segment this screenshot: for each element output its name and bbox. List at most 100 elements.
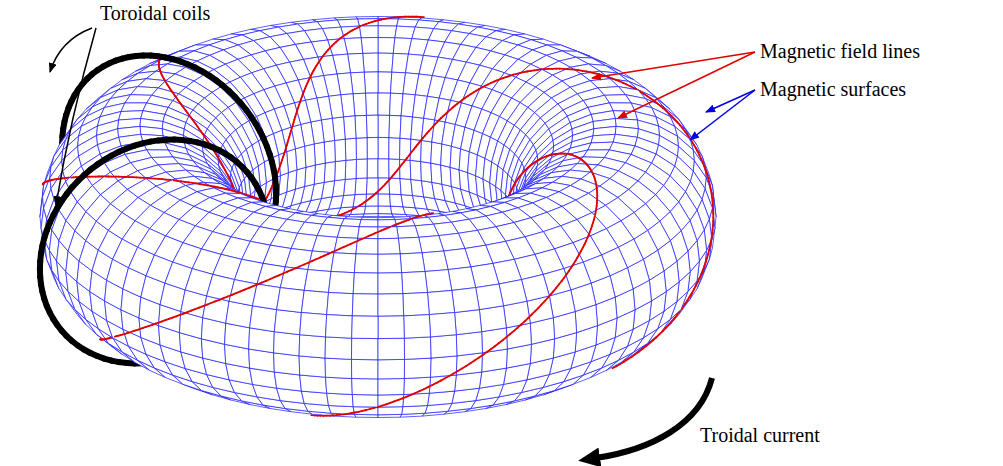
coil-segment [241,103,246,110]
field-line-segment [158,62,160,63]
magnetic-surface-cell [356,238,378,254]
magnetic-surface-cell [324,140,335,163]
magnetic-surface-cell [285,249,312,270]
magnetic-surface-cell [410,160,421,180]
magnetic-surface-cell [378,53,393,72]
magnetic-surface-cell [356,159,367,179]
magnetic-surface-cell [378,93,391,115]
magnetic-surface-cell [363,53,378,72]
magnetic-surface-cell [341,26,361,38]
magnetic-surface-cell [389,115,401,138]
magnetic-surface-cell [326,377,353,394]
magnetic-surface-cell [366,115,378,137]
magnetic-surface-cell [378,206,392,214]
magnetic-surface-cell [305,165,316,187]
field-line-segment [44,181,47,183]
magnetic-surface-cell [327,393,354,407]
magnetic-surface-cell [344,116,357,139]
field-line-segment [43,182,45,184]
magnetic-surface-cell [415,224,439,237]
magnetic-surface-cell [314,142,325,165]
field-line-segment [222,187,226,190]
magnetic-surface-cell [378,72,392,93]
magnetic-surface-cell [345,159,356,179]
magnetic-surface-cell [300,375,327,393]
magnetic-surface-cell [404,377,431,394]
magnetic-surface-cell [314,163,325,184]
magnetic-surface-cell [257,113,274,137]
magnetic-surface-cell [299,356,325,377]
magnetic-surface-cell [378,194,391,206]
magnetic-surface-cell [400,138,411,160]
magnetic-surface-cell [395,219,415,227]
magnetic-surface-cell [312,236,337,253]
magnetic-surface-cell [367,137,378,158]
magnetic-surface-cell [499,280,527,306]
magnetic-surface-cell [482,349,508,372]
magnetic-surface-cell [229,280,257,306]
magnetic-surface-cell [400,116,413,139]
magnetic-surface-cell [378,38,395,54]
magnetic-surface-cell [317,224,341,237]
magnetic-surface-cell [431,356,457,377]
magnetic-surface-cell [390,93,403,116]
magnetic-surface-cell [249,328,275,353]
magnetic-surface-cell [421,162,432,183]
magnetic-surface-cell [358,227,378,239]
magnetic-surface-cell [337,226,359,239]
magnetic-surface-cell [378,379,404,396]
magnetic-surface-cell [335,160,346,180]
magnetic-surface-cell [398,237,422,254]
magnetic-surface-cell [403,393,430,407]
magnetic-surface-cell [397,19,419,27]
magnetic-surface-cell [358,19,378,26]
magnetic-surface-cell [355,178,367,195]
magnetic-surface-cell [431,163,442,184]
magnetic-surface-cell [444,249,471,270]
magnetic-surface-cell [378,407,403,415]
magnetic-surface-cell [359,220,378,227]
magnetic-surface-cell [352,379,378,396]
magnetic-surface-cell [334,237,358,254]
field-line-segment [268,192,269,195]
magnetic-surface-cell [345,138,356,160]
field-line-segment [101,339,104,341]
magnetic-surface-cell [364,72,378,93]
magnetic-surface-cell [441,165,452,187]
magnetic-surface-cell [588,142,613,150]
magnetic-surface-cell [378,395,404,408]
magnetic-surface-cell [324,162,335,183]
magnetic-surface-cell [591,134,615,143]
magnetic-surface-cell [367,159,378,178]
magnetic-surface-cell [397,226,419,239]
magnetic-surface-cell [378,159,389,178]
magnetic-surface-cell [389,178,401,195]
field-line-segment [100,338,102,340]
magnetic-surface-cell [422,251,448,272]
magnetic-surface-cell [378,115,390,137]
magnetic-surface-cell [335,139,346,161]
magnetic-surface-cell [431,142,442,165]
magnetic-surface-cell [205,129,223,150]
magnetic-surface-cell [353,93,366,116]
magnetic-surface-cell [378,227,398,239]
magnetic-surface-cell [378,26,397,38]
magnetic-surface-cell [274,353,300,375]
magnetic-surface-cell [378,220,397,227]
magnetic-surface-cell [378,178,390,194]
magnetic-surface-cell [364,206,378,214]
coil-segment [84,170,91,176]
magnetic-surface-cell [389,138,400,160]
magnetic-surface-cell [356,138,367,160]
magnetic-surface-cell [353,407,378,415]
magnetic-surface-cell [361,38,378,54]
magnetic-surface-cell [341,219,361,227]
magnetic-surface-cell [305,144,316,167]
magnetic-surface-cell [355,115,367,138]
magnetic-surface-cell [366,194,379,206]
magnetic-surface-cell [378,19,398,26]
magnetic-surface-cell [378,238,400,254]
magnetic-surface-cell [366,178,378,194]
